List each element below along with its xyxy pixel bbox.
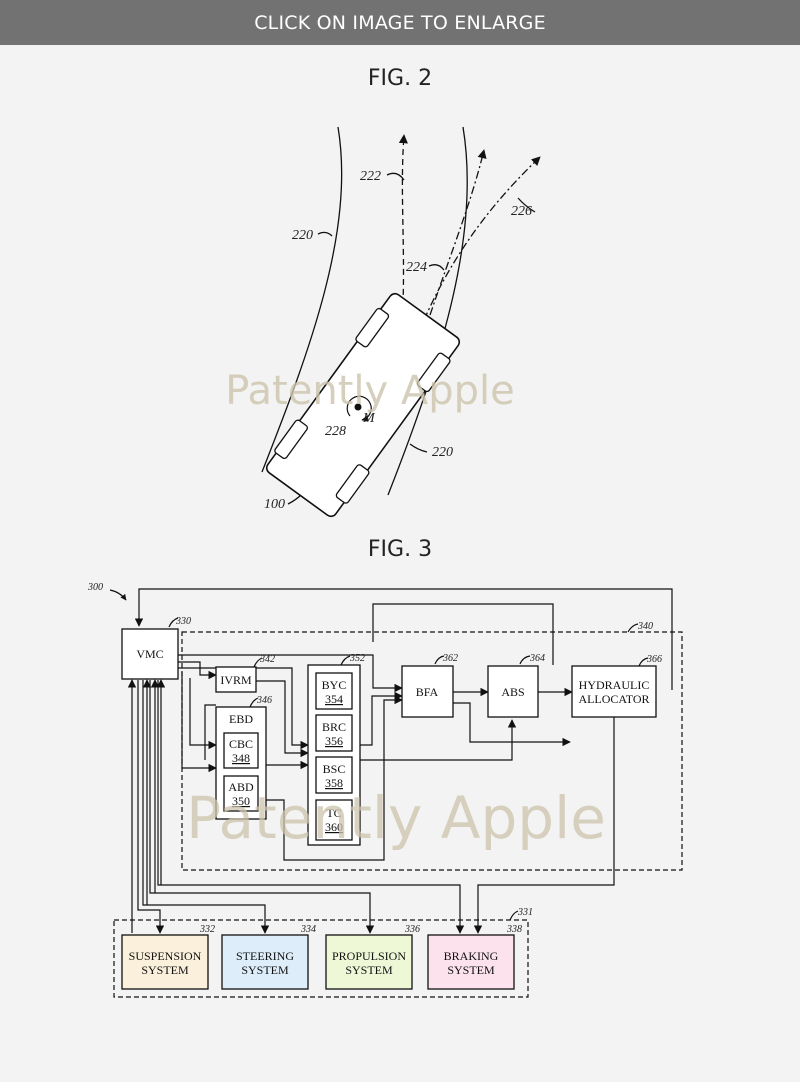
block-abd bbox=[223, 775, 259, 812]
block-tc bbox=[315, 799, 353, 841]
block-tc-label: TC bbox=[326, 806, 341, 820]
yaw-center bbox=[354, 403, 362, 411]
yaw-moment-arrow bbox=[346, 395, 372, 422]
block-propulsion-label-1: PROPULSION bbox=[332, 949, 406, 963]
block-brc-number: 356 bbox=[325, 734, 343, 748]
block-bsc bbox=[315, 756, 353, 794]
fig3-diagram bbox=[109, 588, 683, 998]
block-byc-number: 354 bbox=[325, 692, 343, 706]
block-suspension-label-2: SYSTEM bbox=[141, 963, 189, 977]
block-brc-label: BRC bbox=[322, 720, 346, 734]
block-hydraulic-allocator bbox=[571, 665, 657, 718]
label-228: 228 bbox=[325, 424, 346, 439]
fig2-title: FIG. 2 bbox=[367, 66, 433, 91]
ref-334: 334 bbox=[300, 924, 316, 935]
block-cbc-label: CBC bbox=[229, 737, 253, 751]
ref-346: 346 bbox=[256, 695, 272, 706]
block-ivrm bbox=[215, 666, 257, 693]
block-braking-label-1: BRAKING bbox=[444, 949, 499, 963]
ref-352: 352 bbox=[349, 653, 365, 664]
block-braking-label-2: SYSTEM bbox=[447, 963, 495, 977]
watermark-fig3: Patently Apple bbox=[186, 784, 606, 852]
block-byc-label: BYC bbox=[322, 678, 347, 692]
path-226 bbox=[423, 156, 541, 321]
ref-336: 336 bbox=[404, 924, 420, 935]
block-abs bbox=[487, 665, 539, 718]
boundary-331 bbox=[113, 919, 529, 998]
label-226: 226 bbox=[511, 204, 532, 219]
label-222: 222 bbox=[360, 169, 381, 184]
block-ivrm-label: IVRM bbox=[220, 673, 252, 687]
block-brc bbox=[315, 714, 353, 752]
label-220-top: 220 bbox=[292, 228, 313, 243]
block-abd-label: ABD bbox=[228, 780, 254, 794]
block-braking bbox=[427, 934, 515, 990]
block-vmc-label: VMC bbox=[136, 647, 163, 661]
ref-366: 366 bbox=[646, 654, 662, 665]
block-suspension bbox=[121, 934, 209, 990]
block-cbc bbox=[223, 732, 259, 769]
watermark-fig2: Patently Apple bbox=[225, 368, 515, 414]
road-edge-left bbox=[261, 126, 343, 473]
block-vmc bbox=[121, 628, 179, 680]
block-abs-label: ABS bbox=[501, 685, 524, 699]
ref-338: 338 bbox=[506, 924, 522, 935]
block-tc-number: 360 bbox=[325, 820, 343, 834]
block-bfa bbox=[401, 665, 454, 718]
block-hydraulic-label-2: ALLOCATOR bbox=[578, 692, 649, 706]
label-100: 100 bbox=[264, 497, 285, 512]
path-222 bbox=[398, 134, 408, 306]
block-propulsion bbox=[325, 934, 413, 990]
label-220-bottom: 220 bbox=[432, 445, 453, 460]
ref-362: 362 bbox=[442, 653, 458, 664]
block-abd-number: 350 bbox=[232, 794, 250, 808]
label-224: 224 bbox=[406, 260, 427, 275]
path-224 bbox=[429, 149, 487, 316]
wheel-front-right bbox=[416, 352, 451, 393]
ref-364: 364 bbox=[529, 653, 545, 664]
fig3-title: FIG. 3 bbox=[367, 537, 433, 562]
vehicle-100 bbox=[265, 292, 461, 518]
block-propulsion-label-2: SYSTEM bbox=[345, 963, 393, 977]
block-bsc-number: 358 bbox=[325, 776, 343, 790]
fig2-diagram bbox=[261, 126, 541, 505]
block-steering-label-1: STEERING bbox=[236, 949, 294, 963]
block-bsc-label: BSC bbox=[323, 762, 346, 776]
ref-331: 331 bbox=[517, 907, 533, 918]
block-suspension-label-1: SUSPENSION bbox=[129, 949, 202, 963]
block-bfa-label: BFA bbox=[416, 685, 439, 699]
ref-340: 340 bbox=[637, 621, 653, 632]
enlarge-banner[interactable]: CLICK ON IMAGE TO ENLARGE bbox=[0, 0, 800, 45]
ref-330: 330 bbox=[175, 616, 191, 627]
label-M: M bbox=[362, 411, 376, 426]
block-ebd-label: EBD bbox=[229, 712, 253, 726]
block-byc bbox=[315, 672, 353, 710]
block-cbc-number: 348 bbox=[232, 751, 250, 765]
wheel-rear-right bbox=[335, 464, 370, 504]
ref-332: 332 bbox=[199, 924, 215, 935]
block-steering bbox=[221, 934, 309, 990]
fig3-blocks bbox=[121, 628, 657, 990]
wheel-front-left bbox=[355, 307, 390, 348]
road-edge-right bbox=[387, 126, 468, 496]
block-steering-label-2: SYSTEM bbox=[241, 963, 289, 977]
ref-342: 342 bbox=[259, 654, 275, 665]
block-hydraulic-label-1: HYDRAULIC bbox=[579, 678, 650, 692]
wheel-rear-left bbox=[274, 419, 308, 460]
ref-300: 300 bbox=[87, 582, 103, 593]
